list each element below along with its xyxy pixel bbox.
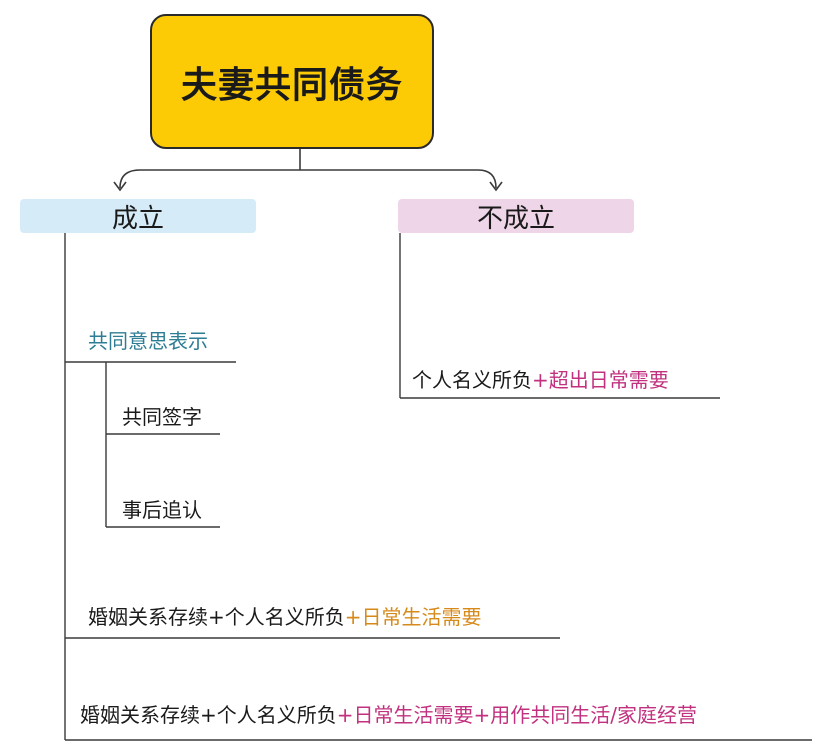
branch-no: 不成立 <box>398 199 634 234</box>
root-split <box>119 169 497 189</box>
ratification-label: 事后追认 <box>122 498 202 522</box>
branch-no-label: 不成立 <box>476 203 555 234</box>
no-case-highlight: +超出日常需要 <box>532 368 669 392</box>
joint-signature-label: 共同签字 <box>122 405 202 429</box>
case3-highlight: +日常生活需要+用作共同生活/家庭经营 <box>336 703 698 727</box>
case2-highlight: +日常生活需要 <box>344 605 482 629</box>
root-node: 夫妻共同债务 <box>150 14 434 149</box>
case2-text: 婚姻关系存续+个人名义所负+日常生活需要 <box>88 603 482 631</box>
branch-yes-label: 成立 <box>111 203 164 234</box>
case3-text: 婚姻关系存续+个人名义所负+日常生活需要+用作共同生活/家庭经营 <box>80 701 697 729</box>
arrow-yes <box>113 181 127 192</box>
root-title: 夫妻共同债务 <box>180 64 403 106</box>
arrow-no <box>489 181 503 192</box>
intent-label: 共同意思表示 <box>88 329 208 353</box>
case2-prefix: 婚姻关系存续+个人名义所负 <box>88 605 345 629</box>
no-case-prefix: 个人名义所负 <box>412 368 532 392</box>
case3-prefix: 婚姻关系存续+个人名义所负 <box>80 703 337 727</box>
no-case-text: 个人名义所负+超出日常需要 <box>412 366 669 394</box>
branch-yes: 成立 <box>20 199 256 234</box>
